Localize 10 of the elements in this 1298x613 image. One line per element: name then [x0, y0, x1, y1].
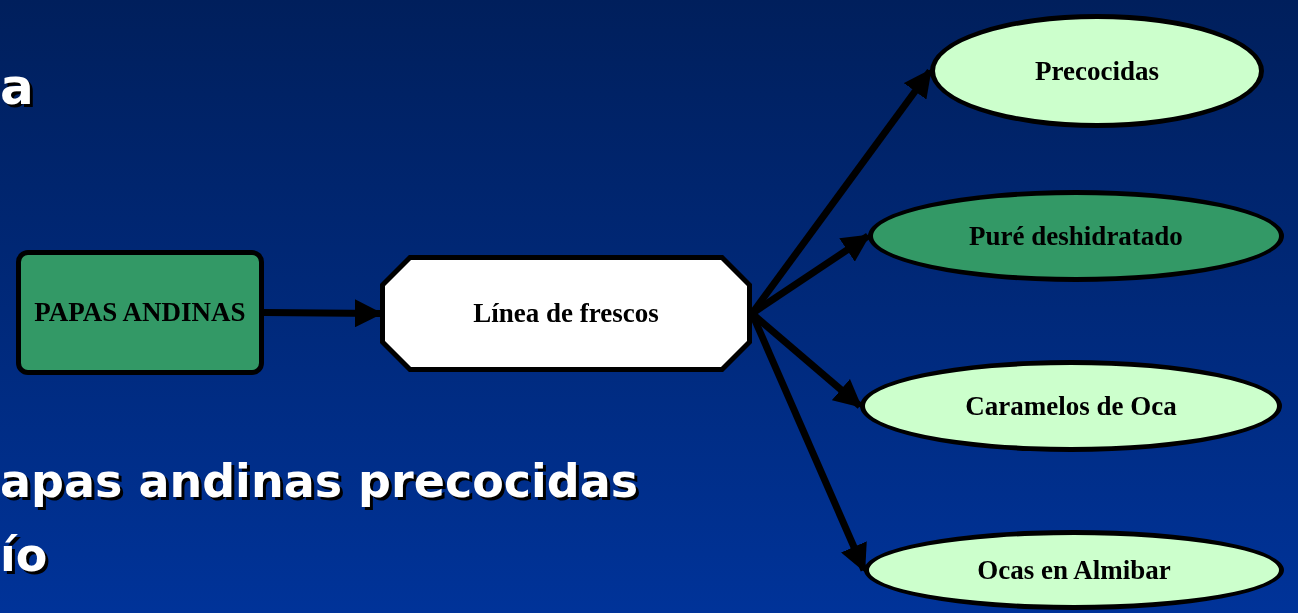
node-label: Ocas en Almibar: [977, 553, 1171, 587]
node-label: PAPAS ANDINAS: [34, 296, 246, 329]
node-label: Caramelos de Oca: [965, 389, 1177, 423]
slide-text: ío: [0, 532, 48, 578]
node-label: Puré deshidratado: [969, 219, 1183, 253]
node-label: Precocidas: [1035, 54, 1159, 88]
process-octagon: [380, 255, 752, 372]
node-label: Línea de frescos: [473, 297, 659, 330]
process-box: [16, 250, 264, 375]
slide-text: a: [0, 62, 34, 112]
